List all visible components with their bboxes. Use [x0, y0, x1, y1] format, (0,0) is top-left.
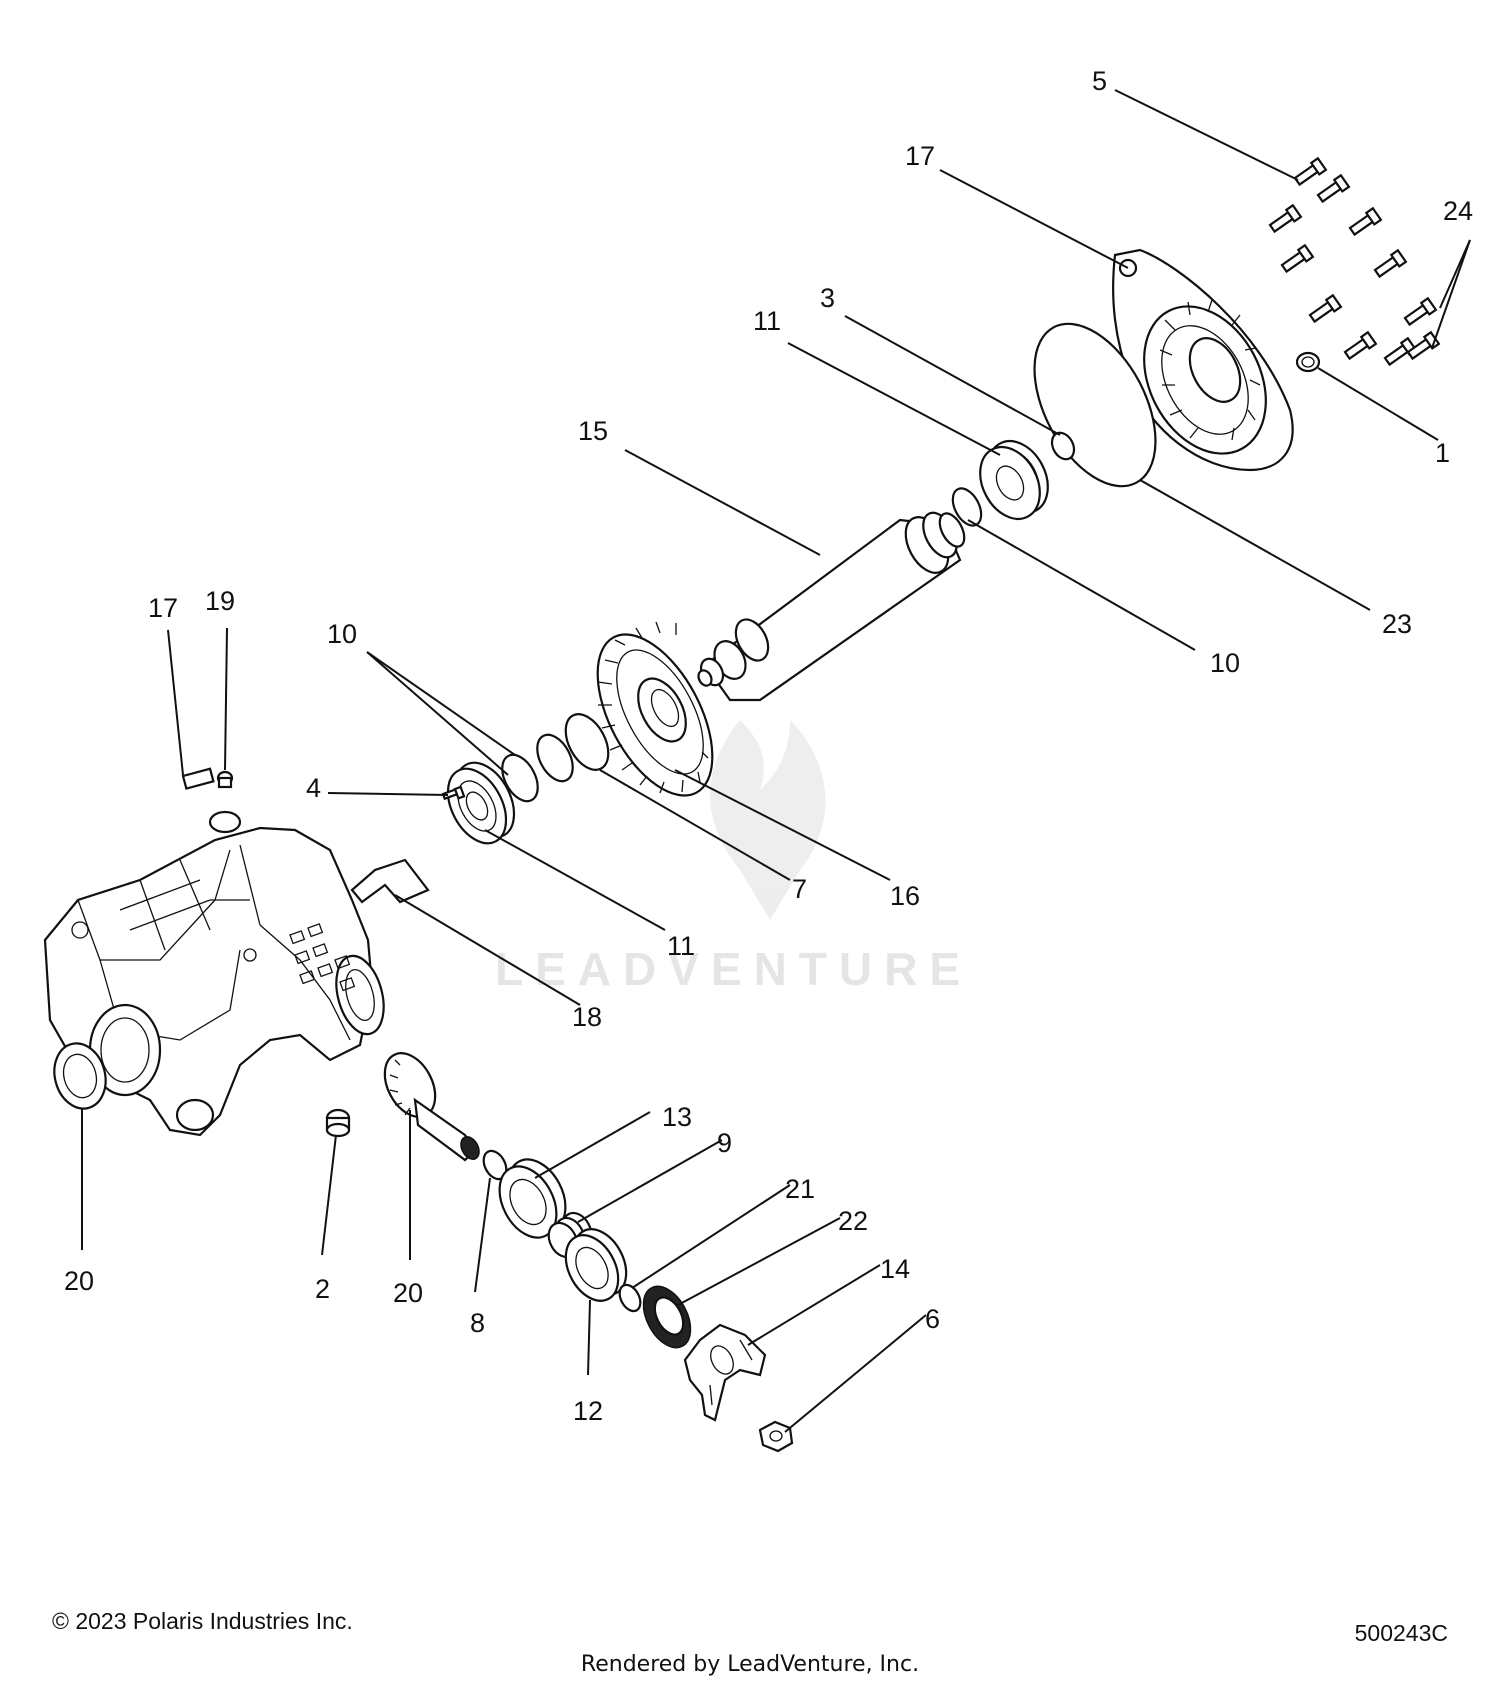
leader-lines: [81, 89, 1471, 1433]
snap-ring-part[interactable]: [557, 707, 617, 777]
callout-24: 24: [1443, 196, 1473, 226]
bolt-set-part[interactable]: [1268, 156, 1441, 367]
callout-3: 3: [820, 283, 835, 313]
ring-gear-part[interactable]: [574, 616, 736, 814]
copyright-text: © 2023 Polaris Industries Inc.: [52, 1608, 353, 1634]
callout-16: 16: [890, 881, 920, 911]
callout-23: 23: [1382, 609, 1412, 639]
drain-plug-part[interactable]: [325, 1108, 351, 1138]
bearing-13-part[interactable]: [488, 1150, 577, 1248]
callout-20b: 20: [393, 1278, 423, 1308]
seal-22-part[interactable]: [634, 1278, 700, 1355]
callout-2: 2: [315, 1274, 330, 1304]
bearing-lower-part[interactable]: [436, 753, 526, 853]
gearcase-housing-part[interactable]: [43, 810, 392, 1137]
callout-21: 21: [785, 1174, 815, 1204]
callout-13: 13: [662, 1102, 692, 1132]
callout-11b: 11: [667, 931, 695, 961]
callout-18: 18: [572, 1002, 602, 1032]
callout-17b: 17: [148, 593, 178, 623]
bracket-part[interactable]: [350, 858, 430, 904]
callout-4: 4: [306, 773, 321, 803]
callout-17a: 17: [905, 141, 935, 171]
callout-7: 7: [792, 874, 807, 904]
cover-plate-part[interactable]: [1112, 248, 1294, 475]
shim-lower-a-part[interactable]: [530, 729, 580, 787]
callout-5: 5: [1092, 66, 1107, 96]
screw-4-part[interactable]: [441, 785, 466, 801]
ring-21-part[interactable]: [615, 1281, 644, 1314]
callout-11a: 11: [753, 306, 781, 336]
callout-15: 15: [578, 416, 608, 446]
callout-1: 1: [1435, 438, 1450, 468]
callout-19: 19: [205, 586, 235, 616]
nut-part[interactable]: [758, 1420, 794, 1453]
leadventure-watermark: LEADVENTURE: [495, 720, 972, 995]
pinion-gear-part[interactable]: [375, 1045, 483, 1163]
callout-20a: 20: [64, 1266, 94, 1296]
plug-part[interactable]: [1295, 351, 1321, 373]
callout-22: 22: [838, 1206, 868, 1236]
rendered-by-text: Rendered by LeadVenture, Inc.: [580, 1652, 920, 1677]
callout-8: 8: [470, 1308, 485, 1338]
vent-part[interactable]: [216, 770, 234, 789]
callout-12: 12: [573, 1396, 603, 1426]
yoke-part[interactable]: [683, 1323, 767, 1422]
callout-10a: 10: [1210, 648, 1240, 678]
callout-9: 9: [717, 1128, 732, 1158]
seal-left-part[interactable]: [47, 1038, 112, 1115]
shaft-part[interactable]: [696, 507, 969, 702]
callout-6: 6: [925, 1304, 940, 1334]
key-part[interactable]: [181, 767, 215, 790]
watermark-text: LEADVENTURE: [495, 943, 972, 995]
bearing-upper-part[interactable]: [968, 431, 1059, 529]
callout-labels: 5 17 24 3 11 1 15 23 10 17 19 10 4 7 16 …: [64, 66, 1473, 1426]
shim-lower-b-part[interactable]: [495, 749, 545, 807]
bearing-12-part[interactable]: [555, 1220, 636, 1309]
diagram-id: 500243C: [1354, 1620, 1448, 1646]
callout-14: 14: [880, 1254, 910, 1284]
callout-10b: 10: [327, 619, 357, 649]
